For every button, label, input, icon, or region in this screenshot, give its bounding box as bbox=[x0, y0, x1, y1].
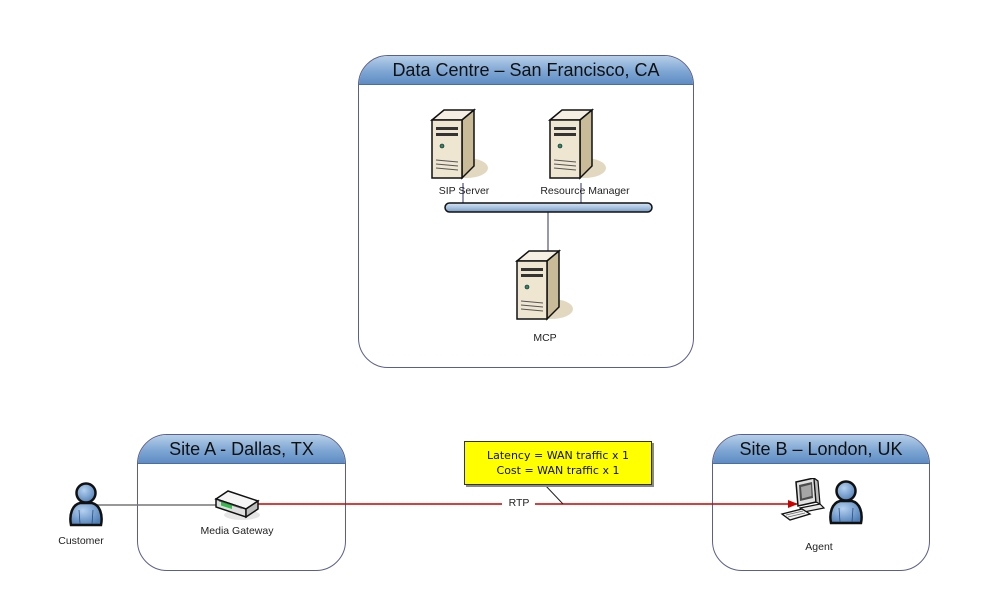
site-b-title: Site B – London, UK bbox=[713, 435, 929, 464]
latency-cost-callout: Latency = WAN traffic x 1 Cost = WAN tra… bbox=[464, 441, 652, 485]
agent-label: Agent bbox=[805, 541, 833, 553]
callout-pointer bbox=[544, 484, 564, 505]
callout-latency-text: Latency = WAN traffic x 1 bbox=[487, 449, 629, 462]
lan-bus bbox=[444, 202, 653, 213]
agent-workstation-icon bbox=[780, 478, 826, 521]
site-b-container: Site B – London, UK bbox=[712, 434, 930, 571]
mcp-label: MCP bbox=[533, 332, 557, 344]
sip-server-label: SIP Server bbox=[438, 185, 490, 197]
agent-user-icon bbox=[829, 480, 863, 525]
site-a-title: Site A - Dallas, TX bbox=[138, 435, 345, 464]
media-gateway-icon bbox=[214, 490, 260, 520]
customer-user-icon bbox=[69, 482, 103, 527]
mcp-server-icon bbox=[514, 249, 573, 321]
media-gateway-label: Media Gateway bbox=[200, 525, 274, 537]
site-a-container: Site A - Dallas, TX bbox=[137, 434, 346, 571]
resource-manager-label: Resource Manager bbox=[540, 185, 630, 197]
rtp-link-label: RTP bbox=[507, 497, 531, 509]
sip-server-icon bbox=[429, 108, 488, 180]
callout-cost-text: Cost = WAN traffic x 1 bbox=[496, 464, 620, 477]
data-centre-title: Data Centre – San Francisco, CA bbox=[359, 56, 693, 85]
resource-manager-icon bbox=[547, 108, 606, 180]
customer-label: Customer bbox=[58, 535, 104, 547]
